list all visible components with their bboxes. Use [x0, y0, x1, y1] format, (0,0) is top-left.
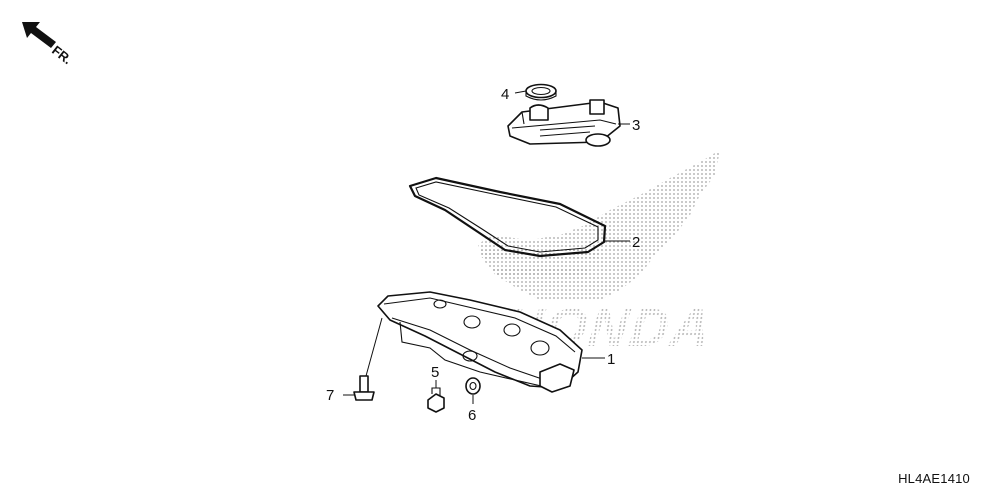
wing-stripes	[480, 250, 600, 276]
callout-1: 1	[607, 351, 615, 368]
callout-5: 5	[431, 364, 439, 381]
leader-lines	[343, 90, 630, 404]
part-5-drain-plug	[427, 387, 445, 413]
front-direction-indicator: FR.	[22, 22, 75, 67]
direction-arrow-icon	[22, 22, 56, 48]
callout-3: 3	[632, 117, 640, 134]
part-2-gasket	[408, 176, 607, 258]
wing-watermark	[478, 150, 720, 300]
callout-7: 7	[326, 387, 334, 404]
callout-4: 4	[501, 86, 509, 103]
part-7-bolt	[353, 375, 375, 401]
callout-labels: 4 3 2 1 7 5 6	[326, 86, 640, 424]
direction-label: FR.	[49, 43, 75, 68]
diagram-code: HL4AE1410	[898, 471, 970, 486]
part-1-oil-pan	[377, 291, 583, 393]
callout-2: 2	[632, 234, 640, 251]
part-3-strainer	[507, 99, 621, 147]
callout-6: 6	[468, 407, 476, 424]
part-4-seal	[525, 83, 557, 101]
part-6-washer	[465, 377, 481, 395]
